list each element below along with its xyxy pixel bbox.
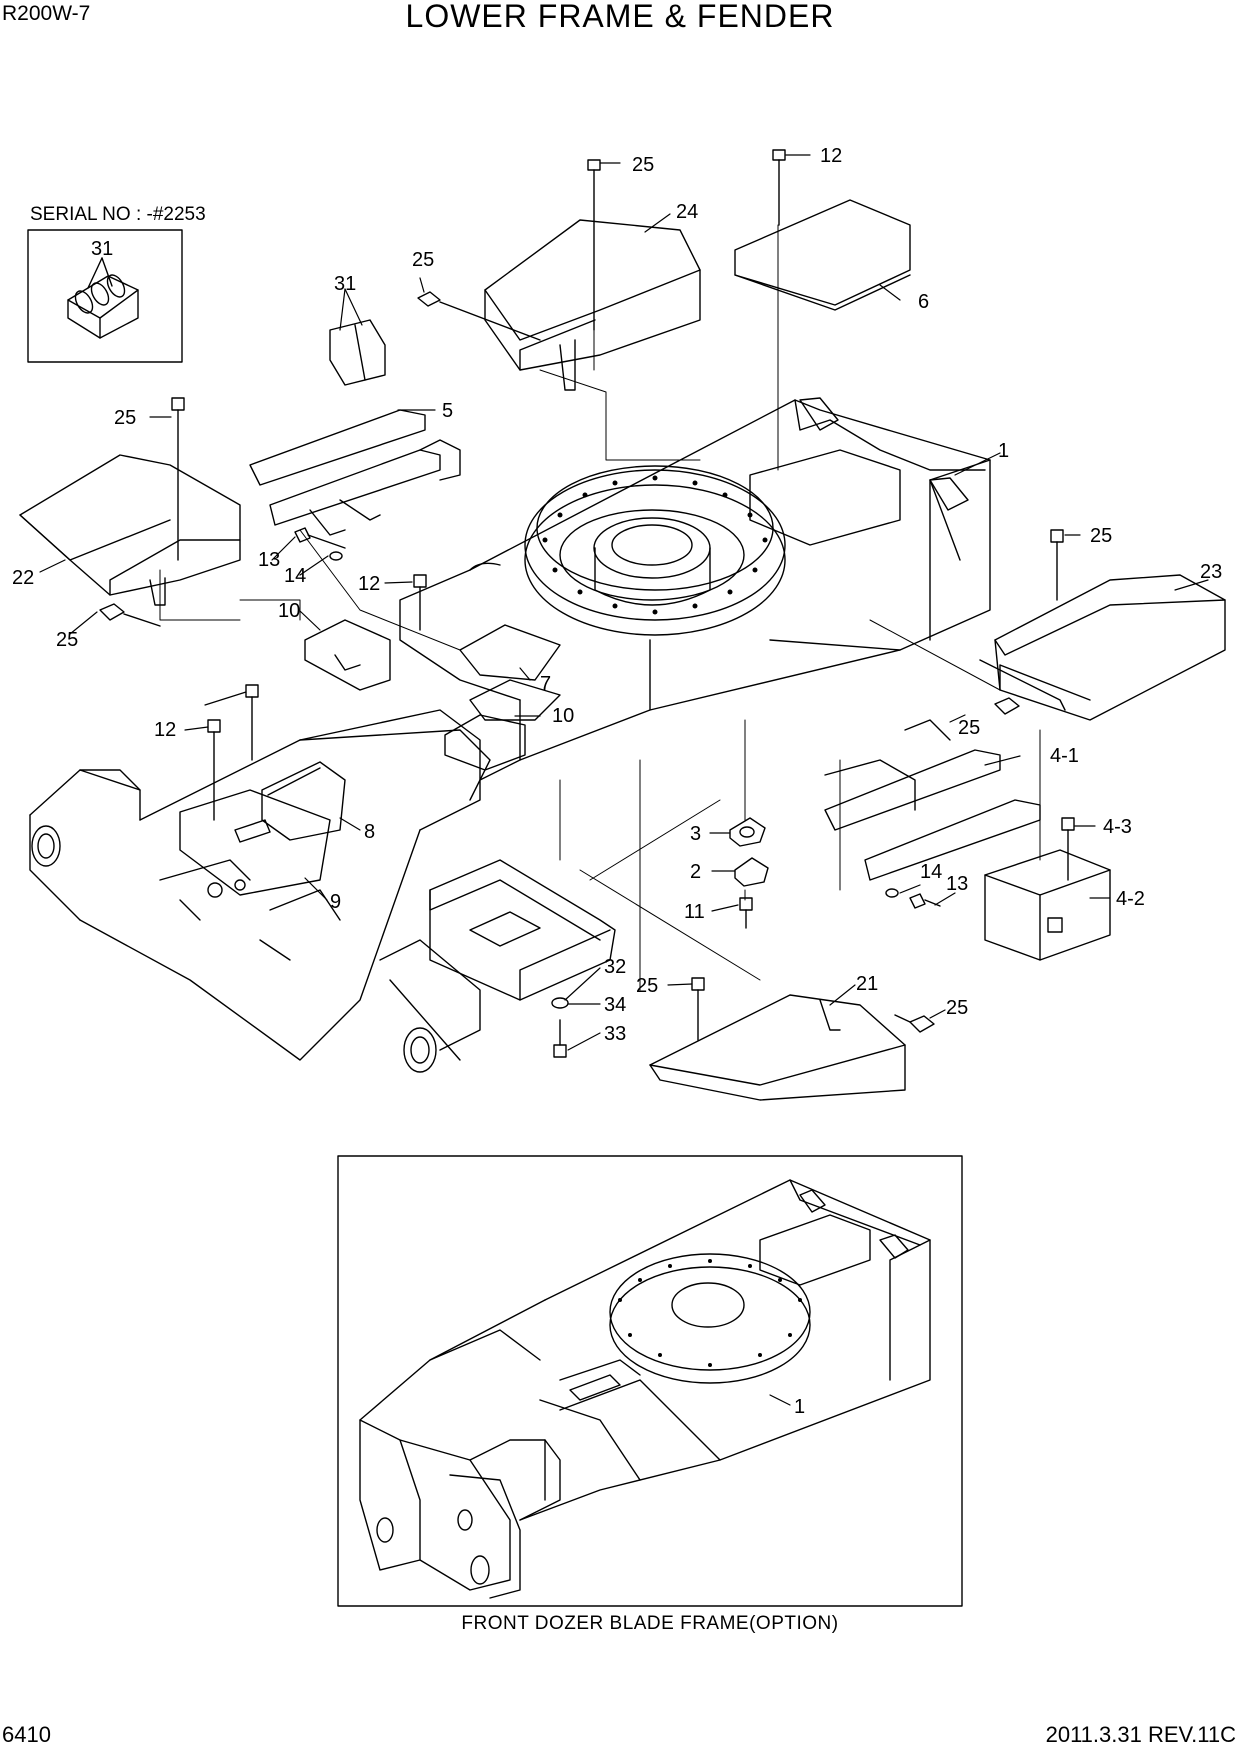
callout-7: 7 xyxy=(540,673,551,695)
callout-23: 23 xyxy=(1200,561,1222,583)
shim-3 xyxy=(729,817,766,847)
inset-caption: FRONT DOZER BLADE FRAME(OPTION) xyxy=(461,1613,839,1634)
foot-plate-31 xyxy=(329,319,386,386)
callout-12-top: 12 xyxy=(820,145,842,167)
callout-25-fender21-side: 25 xyxy=(946,997,968,1019)
callout-25-right: 25 xyxy=(1090,525,1112,547)
washer-14-right xyxy=(885,888,899,898)
bolt-25-left-upper xyxy=(417,291,541,341)
inset-dozer-blade-frame xyxy=(359,1419,561,1599)
bolt-12-top xyxy=(772,149,786,226)
callout-32: 32 xyxy=(604,956,626,978)
callout-24: 24 xyxy=(676,201,698,223)
washer-14-left xyxy=(329,551,343,561)
bracket-10-lower xyxy=(444,714,526,771)
page-title: LOWER FRAME & FENDER xyxy=(405,0,835,34)
callout-5: 5 xyxy=(442,400,453,422)
callout-4-1: 4-1 xyxy=(1050,745,1079,767)
callout-1: 1 xyxy=(998,440,1009,462)
bracket-32 xyxy=(429,859,616,1001)
callout-25-fender22: 25 xyxy=(114,407,136,429)
callout-13-right: 13 xyxy=(946,873,968,895)
bolt-25-top xyxy=(587,159,601,331)
fender-22 xyxy=(19,454,241,606)
callout-22: 22 xyxy=(12,567,34,589)
tool-box-4-2 xyxy=(984,849,1111,961)
page-number: 6410 xyxy=(2,1722,51,1747)
fender-21 xyxy=(649,994,906,1101)
step-5 xyxy=(249,409,461,536)
callout-10-lower: 10 xyxy=(552,705,574,727)
callout-9: 9 xyxy=(330,891,341,913)
revision-date: 2011.3.31 REV.11C xyxy=(1045,1722,1236,1747)
callout-numbers: 25 12 24 6 1 25 31 31 25 5 25 23 22 25 1… xyxy=(12,145,1222,1418)
front-frame-section xyxy=(29,709,491,1073)
bolt-25-fender21 xyxy=(691,977,705,1041)
callout-34: 34 xyxy=(604,994,626,1016)
fender-24 xyxy=(484,219,701,391)
callout-31-a: 31 xyxy=(91,238,113,260)
callout-10-upper: 10 xyxy=(278,600,300,622)
callout-12-mid: 12 xyxy=(358,573,380,595)
callout-14-right: 14 xyxy=(920,861,942,883)
serial-number-note: SERIAL NO : -#2253 xyxy=(30,204,206,225)
assembly-leader-lines xyxy=(159,224,1041,991)
callout-33: 33 xyxy=(604,1023,626,1045)
callout-31-b: 31 xyxy=(334,273,356,295)
bolt-25-fender22-low xyxy=(99,603,161,627)
serial-inset-box xyxy=(27,229,183,363)
washer-34 xyxy=(551,997,569,1009)
callout-25-left-upper: 25 xyxy=(412,249,434,271)
bolt-25-fender22 xyxy=(171,397,185,561)
cover-plate-9 xyxy=(179,789,331,896)
bolt-13-left xyxy=(294,527,346,549)
bolt-12-mid xyxy=(413,574,427,631)
callout-25-fender22-low: 25 xyxy=(56,629,78,651)
callout-1-inset: 1 xyxy=(794,1396,805,1418)
inset-lower-frame-1 xyxy=(359,1179,931,1521)
callout-14-left: 14 xyxy=(284,565,306,587)
callout-2: 2 xyxy=(690,861,701,883)
callout-8: 8 xyxy=(364,821,375,843)
swing-ring-bolt-holes xyxy=(542,475,768,615)
bolt-25-right xyxy=(1050,529,1064,601)
bolt-25-right-low xyxy=(994,697,1020,715)
bolt-25-fender21-side xyxy=(894,1014,935,1033)
callout-6: 6 xyxy=(918,291,929,313)
bolt-11 xyxy=(739,897,753,929)
bolt-33 xyxy=(553,1019,567,1058)
callout-4-2: 4-2 xyxy=(1116,888,1145,910)
callout-25-fender21: 25 xyxy=(636,975,658,997)
option-inset-box xyxy=(337,1155,963,1607)
callout-11: 11 xyxy=(684,901,705,923)
bolt-13-right xyxy=(909,893,941,909)
bolt-12-left-a xyxy=(245,684,259,761)
swing-ring xyxy=(469,465,786,636)
callout-12-left: 12 xyxy=(154,719,176,741)
model-label: R200W-7 xyxy=(2,2,91,25)
shim-2 xyxy=(734,857,769,887)
bolt-4-3 xyxy=(1061,817,1075,881)
cover-plate-6 xyxy=(734,199,911,311)
callout-3: 3 xyxy=(690,823,701,845)
foot-plate-31-small xyxy=(67,274,139,339)
callout-25-right-low: 25 xyxy=(958,717,980,739)
inset-ring-bolt-holes xyxy=(618,1259,802,1367)
bolt-12-left-b xyxy=(207,719,221,821)
callout-25-top: 25 xyxy=(632,154,654,176)
cover-plate-7 xyxy=(459,624,561,721)
bracket-10-upper xyxy=(304,619,391,691)
step-4-1 xyxy=(824,719,1041,881)
fender-23 xyxy=(979,574,1226,721)
callout-4-3: 4-3 xyxy=(1103,816,1132,838)
callout-leaders xyxy=(39,154,1209,1051)
cover-plate-8 xyxy=(261,761,346,841)
lower-frame-1 xyxy=(399,397,991,781)
callout-13-left: 13 xyxy=(258,549,280,571)
callout-21: 21 xyxy=(856,973,878,995)
